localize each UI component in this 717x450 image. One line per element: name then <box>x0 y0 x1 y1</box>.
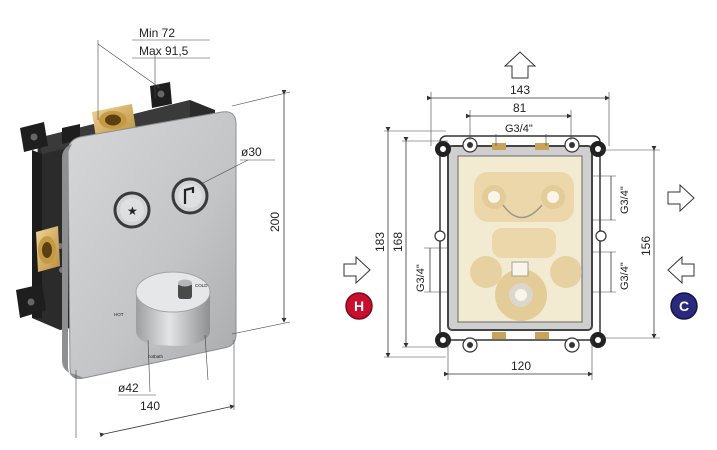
right-height-label: 156 <box>639 236 653 256</box>
inner-width-label: 81 <box>513 101 527 115</box>
height-168-dimension: 168 <box>391 137 448 348</box>
inlet-arrow-right <box>667 255 695 285</box>
right-lower-thread-label: G3/4" <box>619 262 631 290</box>
inlet-arrow-left <box>343 255 371 285</box>
left-thread-dimension: G3/4" <box>415 247 448 293</box>
svg-text:H: H <box>354 298 364 314</box>
right-height-dimension: 156 <box>600 146 660 339</box>
right-upper-thread-label: G3/4" <box>619 186 631 214</box>
outlet-arrow-right <box>667 183 695 213</box>
lug-top-left <box>435 137 478 157</box>
inner-width-dimension: 81 <box>466 101 572 140</box>
height-168-label: 168 <box>391 232 405 252</box>
top-thread-label: G3/4" <box>505 123 533 135</box>
height-label: 200 <box>268 212 282 232</box>
mounting-lugs <box>434 137 607 353</box>
push-button-handshower <box>171 177 209 215</box>
brass-inlet-top <box>92 104 136 138</box>
cold-water-badge: C <box>670 292 698 320</box>
top-thread-dimension: G3/4" <box>495 123 547 146</box>
knob-diameter-label: ø42 <box>118 381 139 395</box>
bottom-width-dimension: 120 <box>444 336 593 380</box>
depth-max-label: Max 91,5 <box>139 44 189 58</box>
hand-shower-icon <box>183 186 195 204</box>
lug-top-right <box>564 137 606 157</box>
push-button-shower: ★ <box>113 191 151 229</box>
front-elevation-view: 143 81 G3/4" 183 168 <box>343 51 698 380</box>
thermostat-knob: HOT COLD hotbath <box>114 271 211 359</box>
overall-width-label: 143 <box>510 83 530 97</box>
width-label: 140 <box>140 399 160 413</box>
knob-cold-label: COLD <box>195 283 208 288</box>
bottom-width-label: 120 <box>511 359 531 373</box>
lug-bottom-left <box>435 332 478 353</box>
overall-width-dimension: 143 <box>427 83 610 146</box>
height-dimension: 200 <box>231 90 291 335</box>
height-183-dimension: 183 <box>373 127 446 358</box>
right-lower-thread-dimension: G3/4" <box>592 251 631 293</box>
knob-diameter-dimension: ø42 <box>118 334 209 396</box>
hot-water-badge: H <box>345 292 373 320</box>
depth-min-label: Min 72 <box>139 26 175 40</box>
valve-body <box>470 172 582 321</box>
svg-text:C: C <box>679 298 689 314</box>
depth-dimension: Min 72 Max 91,5 <box>97 26 210 120</box>
outlet-arrow-up <box>503 51 537 79</box>
brass-inlet-side <box>36 226 60 272</box>
lug-bottom-right <box>564 332 606 353</box>
right-upper-thread-dimension: G3/4" <box>592 175 631 221</box>
shower-icon: ★ <box>127 204 138 218</box>
brand-logo-text: hotbath <box>148 354 164 359</box>
button-diameter-label: ø30 <box>241 145 262 159</box>
left-thread-label: G3/4" <box>415 264 427 292</box>
perspective-view: ★ HOT COLD hotbath Min 72 Max 91,5 <box>16 26 291 438</box>
button-diameter-dimension: ø30 <box>202 145 275 184</box>
knob-hot-label: HOT <box>114 312 124 317</box>
height-183-label: 183 <box>373 232 387 252</box>
width-dimension: 140 <box>75 340 235 438</box>
